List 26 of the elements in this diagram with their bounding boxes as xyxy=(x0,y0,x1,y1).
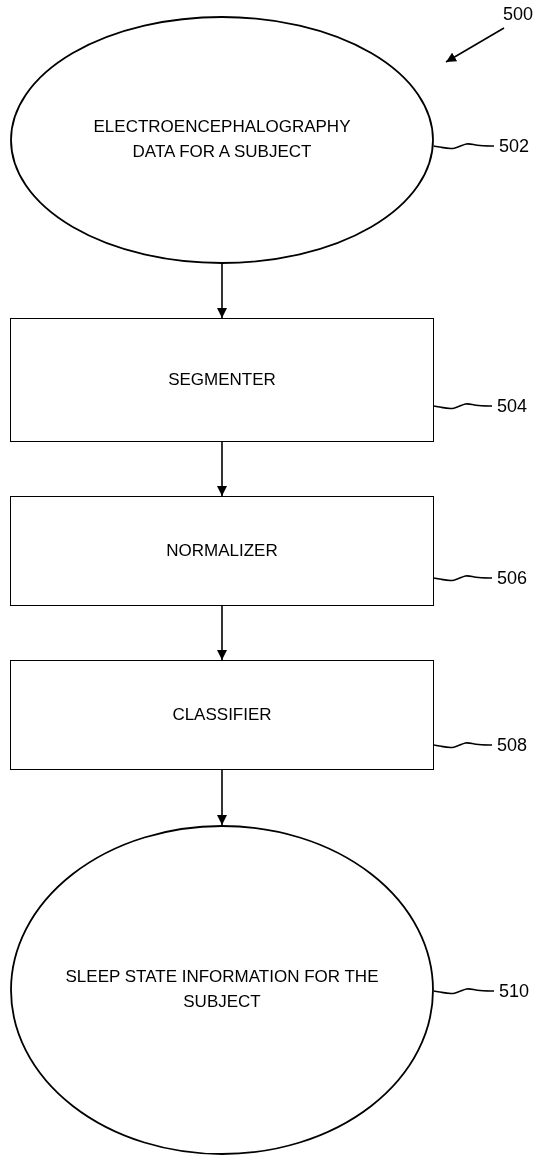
node-label: ELECTROENCEPHALOGRAPHY DATA FOR A SUBJECT xyxy=(92,116,352,163)
terminal-ellipse xyxy=(10,825,434,1155)
process-box xyxy=(10,496,434,606)
node-label: SLEEP STATE INFORMATION FOR THE SUBJECT xyxy=(64,966,380,1013)
reference-numeral: 500 xyxy=(498,2,538,26)
leader-line xyxy=(433,403,493,410)
arrow xyxy=(217,769,227,826)
leader-line xyxy=(433,742,493,749)
reference-numeral: 510 xyxy=(494,979,534,1003)
process-box xyxy=(10,318,434,442)
leader-line xyxy=(433,575,493,582)
arrow xyxy=(445,27,505,63)
leader-line xyxy=(433,988,495,995)
arrow xyxy=(217,605,227,661)
node-label: CLASSIFIER xyxy=(171,703,273,726)
node-label: SEGMENTER xyxy=(167,368,277,391)
process-box xyxy=(10,660,434,770)
arrow xyxy=(217,441,227,497)
terminal-ellipse xyxy=(10,16,434,264)
node-label: NORMALIZER xyxy=(165,539,279,562)
reference-numeral: 508 xyxy=(492,733,532,757)
reference-numeral: 502 xyxy=(494,134,534,158)
arrow xyxy=(217,263,227,319)
reference-numeral: 506 xyxy=(492,566,532,590)
leader-line xyxy=(432,143,495,150)
reference-numeral: 504 xyxy=(492,394,532,418)
